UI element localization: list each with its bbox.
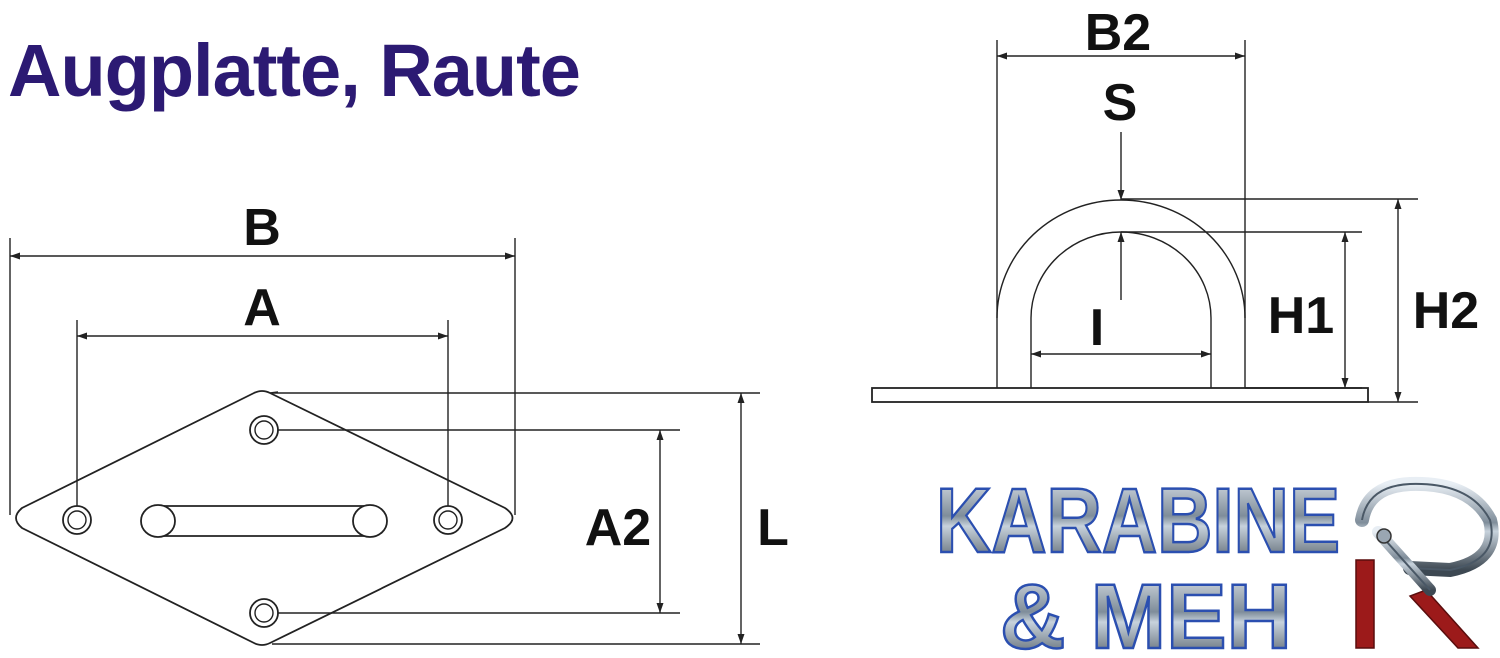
logo-line1: KARABINE bbox=[936, 470, 1340, 572]
label-S: S bbox=[1103, 74, 1138, 132]
label-I: I bbox=[1090, 299, 1104, 357]
dimension-L: L bbox=[272, 392, 789, 645]
hole-right bbox=[433, 505, 463, 535]
label-H1: H1 bbox=[1268, 287, 1334, 345]
logo-mark: R bbox=[0, 0, 1, 1]
eye-slot bbox=[140, 504, 388, 538]
page-title: Augplatte, Raute bbox=[8, 29, 581, 112]
dimension-B: B bbox=[9, 199, 516, 515]
hole-bottom bbox=[249, 598, 279, 628]
dimension-I: I bbox=[1031, 299, 1211, 358]
label-A: A bbox=[243, 279, 281, 337]
logo-line2: & MEH bbox=[1000, 566, 1292, 658]
label-A2: A2 bbox=[585, 499, 651, 557]
plate-top-view bbox=[15, 390, 514, 646]
label-B: B bbox=[243, 199, 281, 257]
label-B2: B2 bbox=[1085, 4, 1151, 62]
dimension-A2: A2 bbox=[278, 429, 680, 614]
dimension-A: A bbox=[76, 279, 449, 506]
label-H2: H2 bbox=[1413, 282, 1479, 340]
hole-top bbox=[249, 415, 279, 445]
hole-left bbox=[62, 505, 92, 535]
dimension-H2: H2 bbox=[1121, 198, 1479, 403]
dimension-H1: H1 bbox=[1121, 231, 1362, 389]
dimension-S: S bbox=[1103, 74, 1138, 300]
dimension-B2: B2 bbox=[996, 4, 1246, 318]
label-L: L bbox=[757, 499, 789, 557]
